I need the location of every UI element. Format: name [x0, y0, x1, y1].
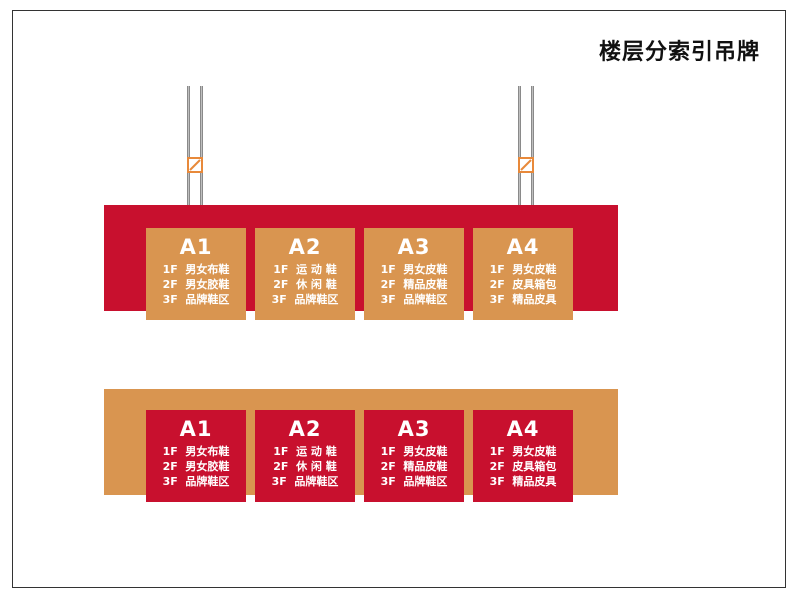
floor-row: 3F 品牌鞋区	[271, 475, 339, 488]
drawing-frame	[12, 10, 786, 588]
floor-row: 1F 男女皮鞋	[380, 445, 448, 458]
floor-row: 1F 运 动 鞋	[273, 263, 337, 276]
floor-row: 1F 男女布鞋	[162, 445, 230, 458]
floor-card: A4 1F 男女皮鞋 2F 皮具箱包 3F 精品皮具	[473, 410, 573, 502]
floor-card: A1 1F 男女布鞋 2F 男女胶鞋 3F 品牌鞋区	[146, 228, 246, 320]
floor-row: 3F 品牌鞋区	[162, 293, 230, 306]
floor-row: 1F 男女布鞋	[162, 263, 230, 276]
page-title: 楼层分索引吊牌	[598, 40, 760, 65]
floor-row: 1F 男女皮鞋	[380, 263, 448, 276]
hanging-pole-left	[186, 86, 204, 206]
floor-row: 3F 品牌鞋区	[162, 475, 230, 488]
zone-code: A4	[506, 417, 540, 441]
zone-code: A4	[506, 235, 540, 259]
floor-card: A1 1F 男女布鞋 2F 男女胶鞋 3F 品牌鞋区	[146, 410, 246, 502]
floor-row: 2F 皮具箱包	[489, 460, 557, 473]
floor-row: 1F 运 动 鞋	[273, 445, 337, 458]
floor-card: A3 1F 男女皮鞋 2F 精品皮鞋 3F 品牌鞋区	[364, 410, 464, 502]
floor-row: 3F 精品皮具	[489, 293, 557, 306]
hook-icon	[187, 157, 203, 173]
floor-card: A3 1F 男女皮鞋 2F 精品皮鞋 3F 品牌鞋区	[364, 228, 464, 320]
floor-row: 2F 休 闲 鞋	[273, 460, 337, 473]
floor-row: 2F 男女胶鞋	[162, 278, 230, 291]
floor-card: A2 1F 运 动 鞋 2F 休 闲 鞋 3F 品牌鞋区	[255, 410, 355, 502]
floor-row: 2F 休 闲 鞋	[273, 278, 337, 291]
zone-code: A3	[397, 235, 431, 259]
floor-row: 3F 品牌鞋区	[380, 293, 448, 306]
floor-row: 2F 精品皮鞋	[380, 460, 448, 473]
floor-card: A2 1F 运 动 鞋 2F 休 闲 鞋 3F 品牌鞋区	[255, 228, 355, 320]
floor-row: 2F 男女胶鞋	[162, 460, 230, 473]
floor-row: 3F 品牌鞋区	[380, 475, 448, 488]
floor-row: 2F 皮具箱包	[489, 278, 557, 291]
hook-icon	[518, 157, 534, 173]
floor-row: 1F 男女皮鞋	[489, 445, 557, 458]
hanging-pole-right	[517, 86, 535, 206]
zone-code: A2	[288, 417, 322, 441]
floor-row: 3F 品牌鞋区	[271, 293, 339, 306]
zone-code: A3	[397, 417, 431, 441]
floor-row: 1F 男女皮鞋	[489, 263, 557, 276]
zone-code: A1	[179, 235, 213, 259]
floor-row: 2F 精品皮鞋	[380, 278, 448, 291]
floor-row: 3F 精品皮具	[489, 475, 557, 488]
floor-card: A4 1F 男女皮鞋 2F 皮具箱包 3F 精品皮具	[473, 228, 573, 320]
zone-code: A1	[179, 417, 213, 441]
zone-code: A2	[288, 235, 322, 259]
